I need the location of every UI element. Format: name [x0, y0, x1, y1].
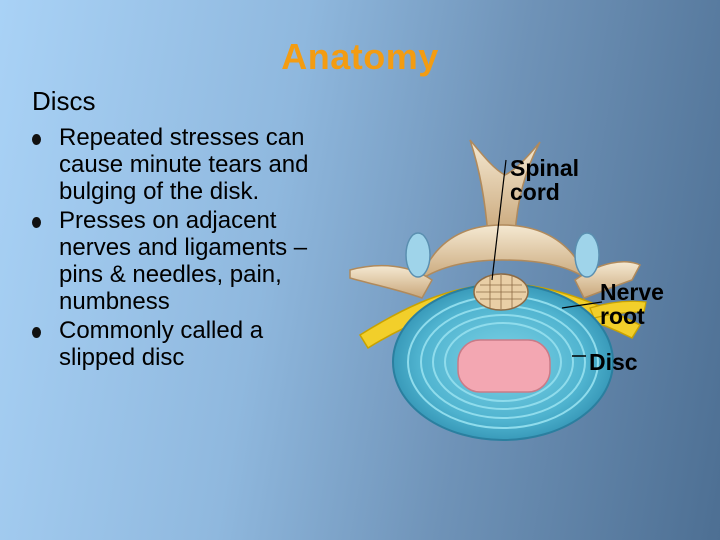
- spinal-cord-texture: [476, 275, 526, 309]
- bullet-list: Repeated stresses can cause minute tears…: [30, 124, 330, 373]
- bullet-dot-icon: [32, 217, 41, 228]
- label-nerve-root-line2: root: [600, 303, 645, 329]
- label-disc-text: Disc: [589, 349, 638, 375]
- label-nerve-root: Nerve root: [600, 280, 664, 328]
- vertebra-diagram: Spinal cord Nerve root Disc: [310, 130, 710, 460]
- disc-ring: [444, 322, 562, 402]
- left-facet: [405, 232, 431, 278]
- spinal-cord-pointer: [491, 159, 507, 281]
- vertebra-illustration: [349, 139, 647, 441]
- bullet-dot-icon: [32, 134, 41, 145]
- bullet-item: Presses on adjacent nerves and ligaments…: [30, 207, 330, 315]
- bullet-text: Commonly called a slipped disc: [59, 317, 264, 371]
- label-nerve-root-line1: Nerve: [600, 279, 664, 305]
- bullet-text: Presses on adjacent nerves and ligaments…: [59, 207, 308, 315]
- nerve-root-pointer: [561, 301, 603, 309]
- label-spinal-cord: Spinal cord: [510, 156, 579, 204]
- right-facet: [574, 232, 600, 278]
- bullet-item: Commonly called a slipped disc: [30, 317, 330, 371]
- nucleus-pulposus: [457, 339, 551, 393]
- nerve-root-right: [589, 300, 647, 319]
- disc-ring: [432, 314, 574, 410]
- bullet-text: Repeated stresses can cause minute tears…: [59, 124, 309, 205]
- slide-title: Anatomy: [281, 36, 439, 77]
- label-spinal-cord-line2: cord: [510, 179, 560, 205]
- bullet-dot-icon: [32, 327, 41, 338]
- vertebral-arch: [418, 224, 590, 283]
- spinous-process: [469, 139, 541, 236]
- bullet-item: Repeated stresses can cause minute tears…: [30, 124, 330, 205]
- slide-subheading: Discs: [32, 86, 96, 116]
- label-disc: Disc: [589, 350, 638, 374]
- label-spinal-cord-line1: Spinal: [510, 155, 580, 181]
